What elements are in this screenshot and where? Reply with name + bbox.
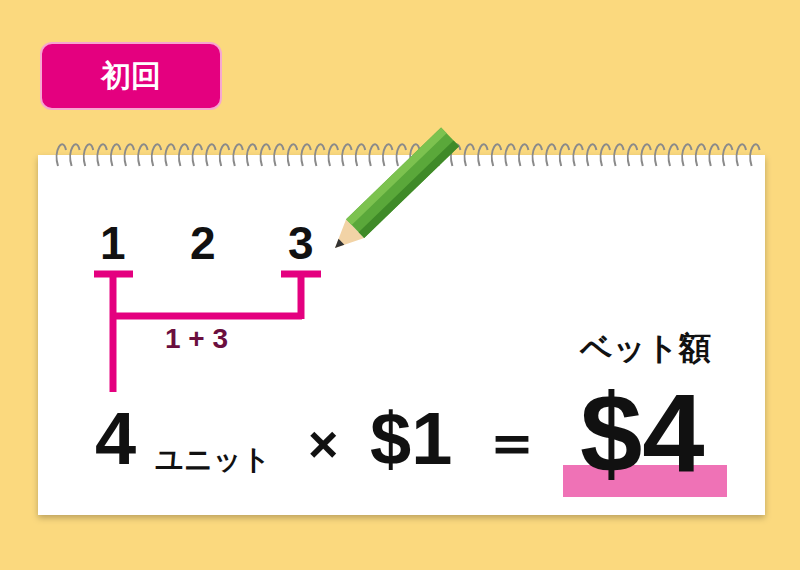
- spiral-ring: [560, 144, 569, 166]
- unit-value: $1: [370, 402, 452, 476]
- times-sign: ×: [308, 418, 338, 470]
- spiral-ring: [138, 144, 147, 166]
- sequence-number: 3: [288, 220, 314, 266]
- spiral-ring: [682, 144, 691, 166]
- spiral-ring: [261, 144, 270, 166]
- spiral-ring: [70, 144, 79, 166]
- spiral-ring: [369, 144, 378, 166]
- spiral-ring: [696, 144, 705, 166]
- spiral-ring: [546, 144, 555, 166]
- spiral-ring: [573, 144, 582, 166]
- spiral-ring: [655, 144, 664, 166]
- spiral-ring: [84, 144, 93, 166]
- spiral-ring: [709, 144, 718, 166]
- spiral-ring: [247, 144, 256, 166]
- sum-note: 1 + 3: [165, 325, 228, 353]
- spiral-ring: [301, 144, 310, 166]
- spiral-ring: [111, 144, 120, 166]
- spiral-ring: [206, 144, 215, 166]
- spiral-ring: [233, 144, 242, 166]
- sequence-number: 1: [100, 220, 126, 266]
- spiral-ring: [614, 144, 623, 166]
- spiral-ring: [465, 144, 474, 166]
- spiral-ring: [478, 144, 487, 166]
- bracket: [94, 274, 321, 392]
- badge-text: 初回: [101, 56, 161, 97]
- spiral-ring: [737, 144, 746, 166]
- spiral-ring: [342, 144, 351, 166]
- round-badge: 初回: [40, 42, 222, 110]
- spiral-ring: [125, 144, 134, 166]
- equals-sign: ＝: [482, 412, 542, 472]
- spiral-ring: [57, 144, 66, 166]
- pencil: [326, 128, 459, 258]
- spiral-ring: [274, 144, 283, 166]
- spiral-ring: [628, 144, 637, 166]
- spiral-ring: [533, 144, 542, 166]
- spiral-ring: [288, 144, 297, 166]
- spiral-ring: [669, 144, 678, 166]
- spiral-ring: [152, 144, 161, 166]
- notebook-card: [38, 155, 765, 515]
- unit-count: 4: [95, 402, 136, 476]
- sequence-number: 2: [190, 220, 216, 266]
- spiral-ring: [315, 144, 324, 166]
- spiral-ring: [601, 144, 610, 166]
- spiral-ring: [505, 144, 514, 166]
- bet-amount: $4: [580, 378, 705, 490]
- spiral-ring: [587, 144, 596, 166]
- spiral-ring: [356, 144, 365, 166]
- spiral-ring: [193, 144, 202, 166]
- spiral-ring: [519, 144, 528, 166]
- spiral-ring: [165, 144, 174, 166]
- spiral-ring: [220, 144, 229, 166]
- spiral-ring: [383, 144, 392, 166]
- spiral-ring: [179, 144, 188, 166]
- spiral-ring: [641, 144, 650, 166]
- unit-word: ユニット: [155, 446, 271, 474]
- spiral-ring: [97, 144, 106, 166]
- spiral-ring: [723, 144, 732, 166]
- bet-heading: ベット額: [580, 332, 711, 364]
- spiral-ring: [329, 144, 338, 166]
- spiral-ring: [492, 144, 501, 166]
- spiral-ring: [750, 144, 759, 166]
